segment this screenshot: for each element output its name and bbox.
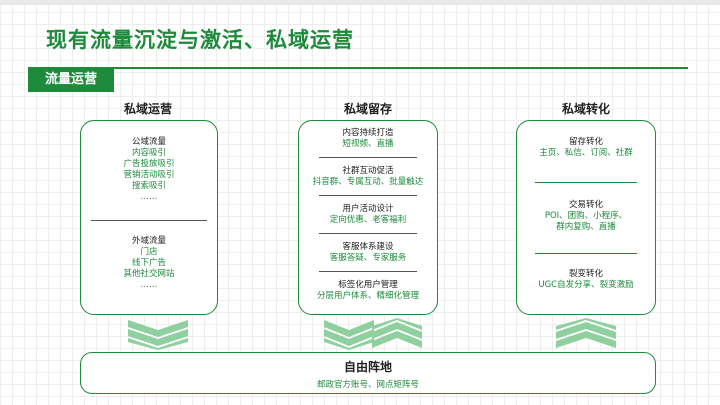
up-arrows-icon [372, 318, 422, 348]
section-divider [28, 67, 688, 69]
item-label: 裂变转化 [568, 269, 603, 279]
down-arrows-icon [324, 320, 374, 350]
group-item: 搜索吸引 [131, 181, 166, 191]
item-detail: UGC自发分享、裂变激励 [538, 280, 634, 290]
conversion-item-fission: 裂变转化 UGC自发分享、裂变激励 [517, 269, 655, 291]
item-detail: 定向优惠、老客福利 [329, 215, 407, 225]
item-label: 客服体系建设 [342, 242, 394, 252]
group-label: 公域流量 [131, 137, 166, 147]
conversion-item-retention: 留存转化 主页、私信、订阅、社群 [517, 137, 655, 159]
external-traffic-group: 外域流量 门店 线下广告 其他社交网站 …… [81, 236, 217, 291]
group-item: 线下广告 [131, 258, 166, 268]
group-item: …… [140, 280, 158, 290]
group-item: 广告投放吸引 [123, 159, 175, 169]
column-heading-conversion: 私域转化 [561, 102, 610, 116]
item-detail: 主页、私信、订阅、社群 [539, 148, 633, 158]
retention-item-community: 社群互动促活 抖音群、专属互动、批量触达 [299, 166, 437, 188]
item-divider [319, 271, 417, 272]
item-detail: 客服答疑、专家服务 [329, 253, 407, 263]
section-label: 流量运营 [28, 68, 114, 92]
group-item: 门店 [140, 247, 158, 257]
column-heading-retention: 私域留存 [343, 102, 392, 116]
owned-channel-box: 自由阵地 邮政官方账号、网点矩阵号 [80, 352, 656, 394]
group-item: 内容吸引 [131, 148, 166, 158]
item-detail: POI、团购、小程序、 [544, 211, 628, 221]
group-item: 营销活动吸引 [123, 170, 175, 180]
item-label: 交易转化 [568, 200, 603, 210]
item-label: 用户活动设计 [342, 204, 394, 214]
retention-box: 内容持续打造 短视频、直播 社群互动促活 抖音群、专属互动、批量触达 用户活动设… [298, 120, 438, 315]
retention-item-activity: 用户活动设计 定向优惠、老客福利 [299, 204, 437, 226]
item-detail: 短视频、直播 [342, 139, 394, 149]
item-label: 标签化用户管理 [338, 280, 398, 290]
item-detail: 分层用户体系、精细化管理 [316, 291, 419, 301]
private-ops-box: 公域流量 内容吸引 广告投放吸引 营销活动吸引 搜索吸引 …… 外域流量 门店 … [80, 120, 218, 315]
item-detail: 群内复购、直播 [556, 222, 616, 232]
down-arrows-icon [128, 320, 188, 350]
conversion-box: 留存转化 主页、私信、订阅、社群 交易转化 POI、团购、小程序、 群内复购、直… [516, 120, 656, 315]
public-traffic-group: 公域流量 内容吸引 广告投放吸引 营销活动吸引 搜索吸引 …… [81, 137, 217, 203]
item-label: 内容持续打造 [342, 128, 394, 138]
item-divider [319, 195, 417, 196]
item-detail: 抖音群、专属互动、批量触达 [312, 177, 424, 187]
conversion-item-transaction: 交易转化 POI、团购、小程序、 群内复购、直播 [517, 200, 655, 233]
item-divider [319, 157, 417, 158]
top-strip [0, 0, 720, 5]
owned-channel-detail: 邮政官方账号、网点矩阵号 [316, 380, 419, 390]
page-title: 现有流量沉淀与激活、私域运营 [46, 28, 354, 52]
group-item: …… [140, 192, 158, 202]
retention-item-content: 内容持续打造 短视频、直播 [299, 128, 437, 150]
item-divider [319, 233, 417, 234]
item-label: 社群互动促活 [342, 166, 394, 176]
group-divider [91, 220, 207, 221]
group-label: 外域流量 [131, 236, 166, 246]
item-label: 留存转化 [568, 137, 603, 147]
up-arrows-icon [556, 318, 616, 348]
item-divider [535, 182, 637, 183]
group-item: 其他社交网站 [123, 269, 175, 279]
item-divider [535, 253, 637, 254]
retention-item-service: 客服体系建设 客服答疑、专家服务 [299, 242, 437, 264]
retention-item-tagging: 标签化用户管理 分层用户体系、精细化管理 [299, 280, 437, 302]
column-heading-private-ops: 私域运营 [123, 102, 172, 116]
owned-channel-title: 自由阵地 [343, 360, 392, 374]
